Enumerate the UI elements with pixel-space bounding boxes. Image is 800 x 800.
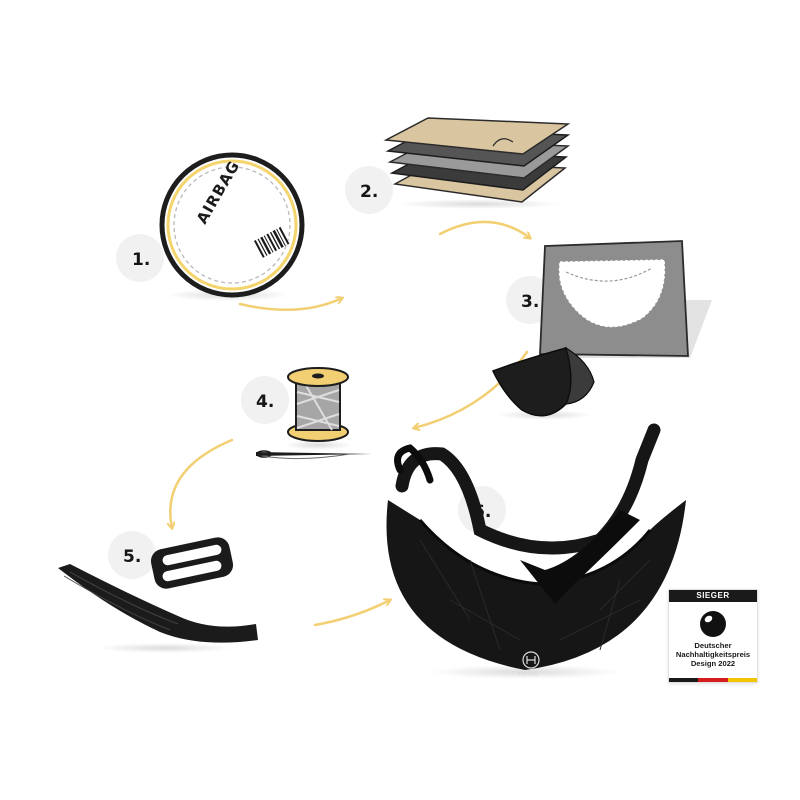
- award-flag-stripe: [669, 678, 757, 682]
- fabric-layers-icon: [383, 117, 571, 209]
- step-3-number: 3.: [521, 292, 539, 312]
- step-2-number: 2.: [360, 182, 378, 202]
- step-2-badge: 2.: [345, 166, 393, 214]
- arrow-1-to-2: [238, 298, 342, 311]
- arrow-2-to-3: [438, 220, 530, 238]
- thread-spool-icon: [284, 367, 352, 450]
- step-4-number: 4.: [256, 392, 274, 412]
- svg-text:AIRPAQ: AIRPAQ: [518, 672, 539, 677]
- step-5-badge: 5.: [108, 531, 156, 579]
- step-4-badge: 4.: [241, 376, 289, 424]
- flow-arrows: [170, 220, 530, 627]
- award-text: Deutscher Nachhaltigkeitspreis Design 20…: [669, 641, 757, 668]
- arrow-5-to-6: [313, 600, 390, 627]
- cut-fabric-piece-icon: [491, 346, 595, 420]
- bag-icon: AIRPAQ: [386, 423, 686, 679]
- airbag-disc-icon: AIRBAG: [159, 152, 305, 301]
- award-badge: SIEGER Deutscher Nachhaltigkeitspreis De…: [669, 590, 757, 682]
- arrow-4-to-5: [170, 438, 234, 528]
- award-line-3: Design 2022: [690, 659, 736, 668]
- flag-red: [698, 678, 728, 682]
- award-line-2: Nachhaltigkeitspreis: [675, 650, 751, 659]
- award-header: SIEGER: [669, 590, 757, 602]
- barcode-icon: [254, 226, 290, 258]
- flag-black: [669, 678, 699, 682]
- step-1-number: 1.: [132, 250, 150, 270]
- step-5-number: 5.: [123, 547, 141, 567]
- award-eye-logo-icon: [700, 611, 726, 637]
- strap-buckle-icon: [58, 537, 258, 653]
- award-line-1: Deutscher: [694, 641, 732, 650]
- cut-pattern-icon: [539, 240, 712, 358]
- step-1-badge: 1.: [116, 234, 164, 282]
- needle-icon: [256, 450, 372, 460]
- flag-gold: [727, 678, 757, 682]
